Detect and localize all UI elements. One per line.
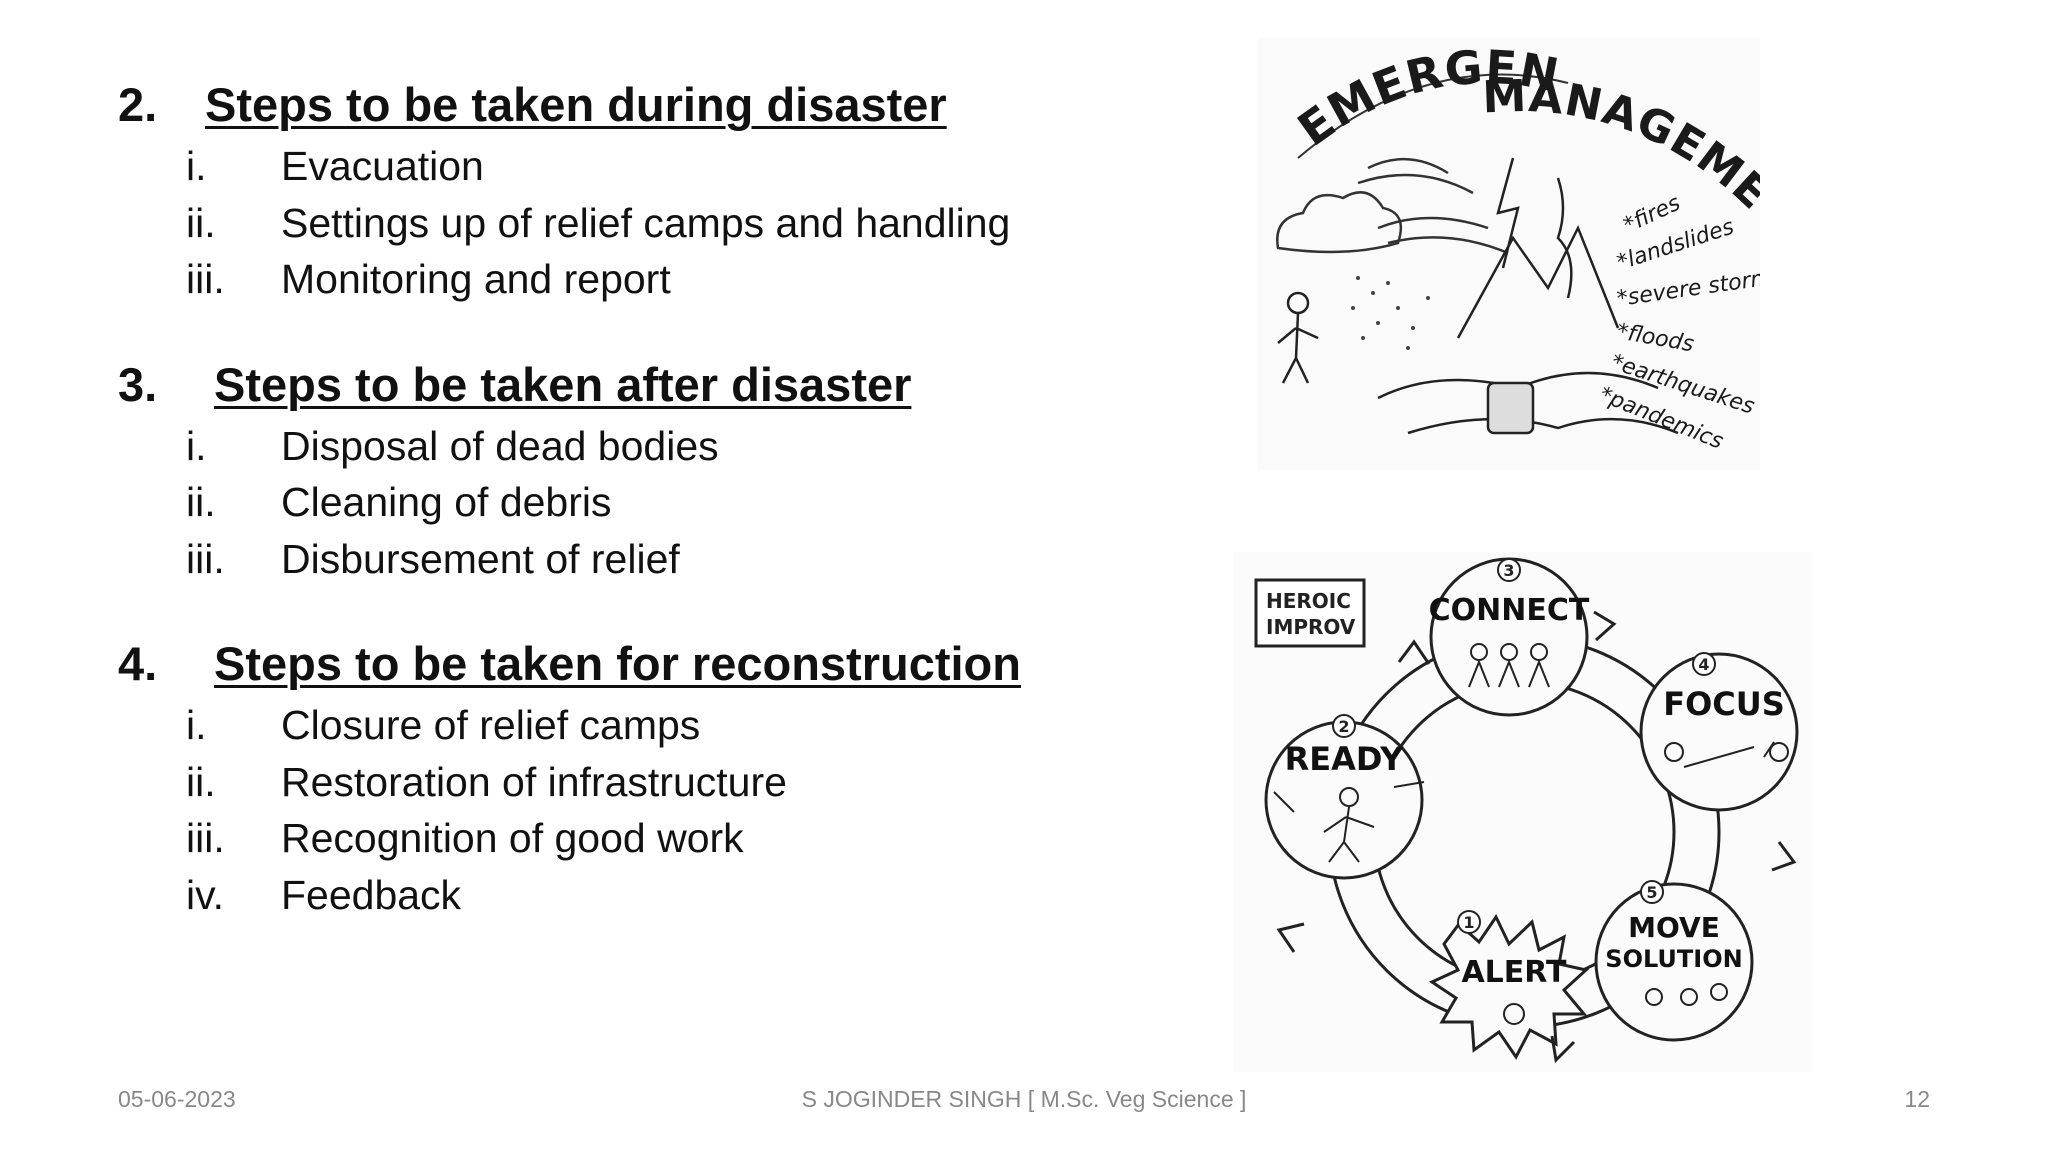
section-title: Steps to be taken after disaster [214,357,912,411]
list-item: ii. Cleaning of debris [118,474,1178,531]
item-list: i. Closure of relief camps ii. Restoration… [118,697,1178,923]
item-number: iv. [186,871,224,918]
list-item: ii. Settings up of relief camps and handl… [118,195,1178,252]
section-number: 3. [118,357,158,411]
item-number: iii. [186,535,225,582]
section-during-disaster: 2. Steps to be taken during disaster i. E… [118,72,1178,308]
hazard-list: *fires *landslides *severe storms *flood… [1596,191,1785,455]
section-heading: 2. Steps to be taken during disaster [118,72,1178,138]
item-list: i. Disposal of dead bodies ii. Cleaning of… [118,418,1178,588]
stage-name: ALERT [1461,955,1567,990]
item-text: Disbursement of relief [281,535,680,582]
footer-date: 05-06-2023 [118,1086,236,1112]
label-line1: HEROIC [1266,589,1351,613]
item-text: Evacuation [281,143,484,189]
stage-focus: 4 FOCUS [1639,652,1799,812]
storm-cloud-sketch [1276,157,1509,255]
person-sketch [1277,291,1319,384]
list-item: i. Disposal of dead bodies [118,418,1178,475]
item-number: i. [186,422,207,469]
slide-content: 2. Steps to be taken during disaster i. E… [118,72,1178,967]
section-title: Steps to be taken during disaster [205,78,947,131]
item-text: Closure of relief camps [281,702,701,748]
stage-name-line2: SOLUTION [1605,945,1742,973]
stage-ready: 2 READY [1264,714,1425,880]
stage-name: READY [1285,740,1405,778]
stage-name: FOCUS [1663,685,1785,723]
stage-number: 3 [1503,561,1514,580]
stage-connect: 3 CONNECT [1429,557,1590,717]
heroic-improv-label: HEROIC IMPROV [1254,578,1366,648]
hazard-item: *floods [1615,319,1696,357]
label-line2: IMPROV [1266,615,1356,639]
section-number: 2. [118,78,158,131]
item-text: Cleaning of debris [281,479,612,525]
list-item: ii. Restoration of infrastructure [118,754,1178,811]
emergency-management-sketch: EMERGENCY MANAGEMENT [1239,0,1785,455]
cycle-arrows [1276,610,1797,1064]
item-number: ii. [186,758,216,805]
list-item: iii. Monitoring and report [118,251,1178,308]
item-number: i. [186,143,207,189]
item-text: Recognition of good work [281,815,744,861]
stage-name-line1: MOVE [1628,911,1720,944]
item-text: Feedback [281,871,462,918]
item-list: i. Evacuation ii. Settings up of relief ca… [118,138,1178,308]
section-heading: 3. Steps to be taken after disaster [118,352,1178,418]
item-text: Restoration of infrastructure [281,758,787,805]
item-text: Settings up of relief camps and handling [281,199,1011,246]
barrel-sketch [1486,381,1535,435]
item-text: Monitoring and report [281,256,671,302]
section-number: 4. [118,637,158,690]
item-number: ii. [186,479,216,525]
section-title: Steps to be taken for reconstruction [214,637,1021,690]
stage-number: 4 [1698,655,1709,674]
hazard-item: *severe storms [1615,264,1760,312]
stage-alert: 1 ALERT [1428,910,1590,1060]
section-reconstruction: 4. Steps to be taken for reconstruction … [118,631,1178,923]
section-heading: 4. Steps to be taken for reconstruction [118,631,1178,697]
list-item: iii. Recognition of good work [118,810,1178,867]
heroic-improv-cycle-illustration: HEROIC IMPROV 3 CONNECT 4 FOCUS [1234,552,1812,1072]
rain-sketch [1351,276,1430,350]
item-number: iii. [186,256,225,302]
list-item: iv. Feedback [118,867,1178,924]
section-after-disaster: 3. Steps to be taken after disaster i. Di… [118,352,1178,588]
emergency-management-illustration: EMERGENCY MANAGEMENT [1239,0,1785,470]
stage-name: CONNECT [1429,593,1590,628]
stage-number: 5 [1646,883,1657,902]
heroic-improv-cycle-sketch: HEROIC IMPROV 3 CONNECT 4 FOCUS [1254,557,1799,1064]
list-item: i. Evacuation [118,138,1178,195]
stage-number: 2 [1338,717,1349,736]
footer-author: S JOGINDER SINGH [ M.Sc. Veg Science ] [801,1086,1247,1112]
footer-page-number: 12 [1904,1086,1930,1112]
stage-number: 1 [1463,913,1474,932]
item-number: iii. [186,815,225,861]
list-item: i. Closure of relief camps [118,697,1178,754]
item-text: Disposal of dead bodies [281,422,719,469]
item-number: ii. [186,199,216,246]
stage-move-solution: 5 MOVE SOLUTION [1594,880,1754,1042]
list-item: iii. Disbursement of relief [118,531,1178,588]
item-number: i. [186,702,207,748]
